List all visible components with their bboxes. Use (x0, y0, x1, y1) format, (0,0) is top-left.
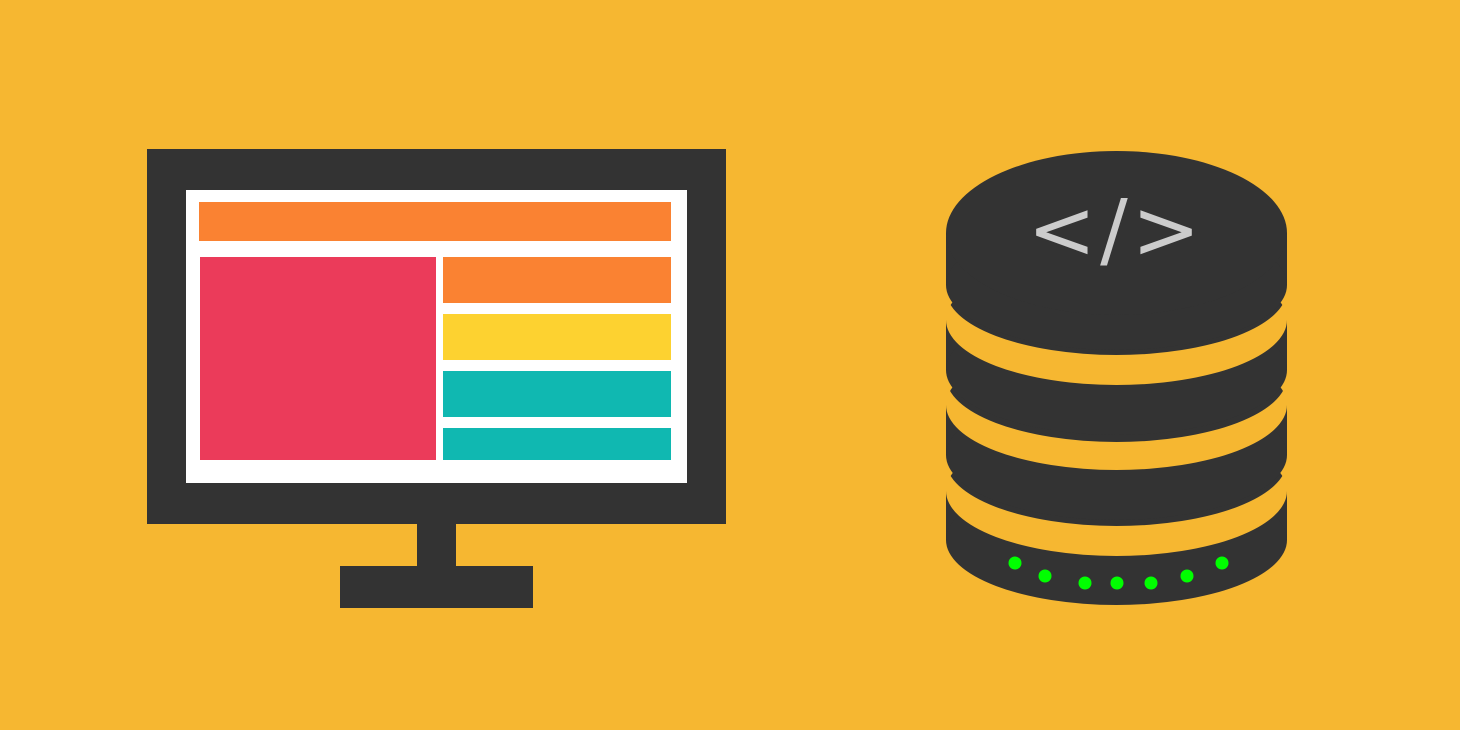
screen-header-bar (199, 202, 671, 241)
database-server-icon: </> (946, 151, 1287, 605)
server-tier-top (946, 151, 1287, 350)
code-symbol: </> (1027, 183, 1204, 278)
screen-side-block-1 (443, 257, 671, 303)
status-led (1144, 576, 1158, 590)
status-led (1215, 556, 1229, 570)
status-led (1180, 569, 1194, 583)
screen-side-block-3 (443, 371, 671, 417)
status-led (1008, 556, 1022, 570)
screen-side-block-2 (443, 314, 671, 360)
screen-side-block-4 (443, 428, 671, 460)
status-led-row (1008, 556, 1229, 590)
monitor-stand-neck (417, 520, 456, 570)
monitor-stand-base (340, 566, 533, 608)
desktop-monitor-icon (147, 149, 726, 608)
status-led (1038, 569, 1052, 583)
screen-main-block (200, 257, 436, 460)
status-led (1078, 576, 1092, 590)
status-led (1110, 576, 1124, 590)
